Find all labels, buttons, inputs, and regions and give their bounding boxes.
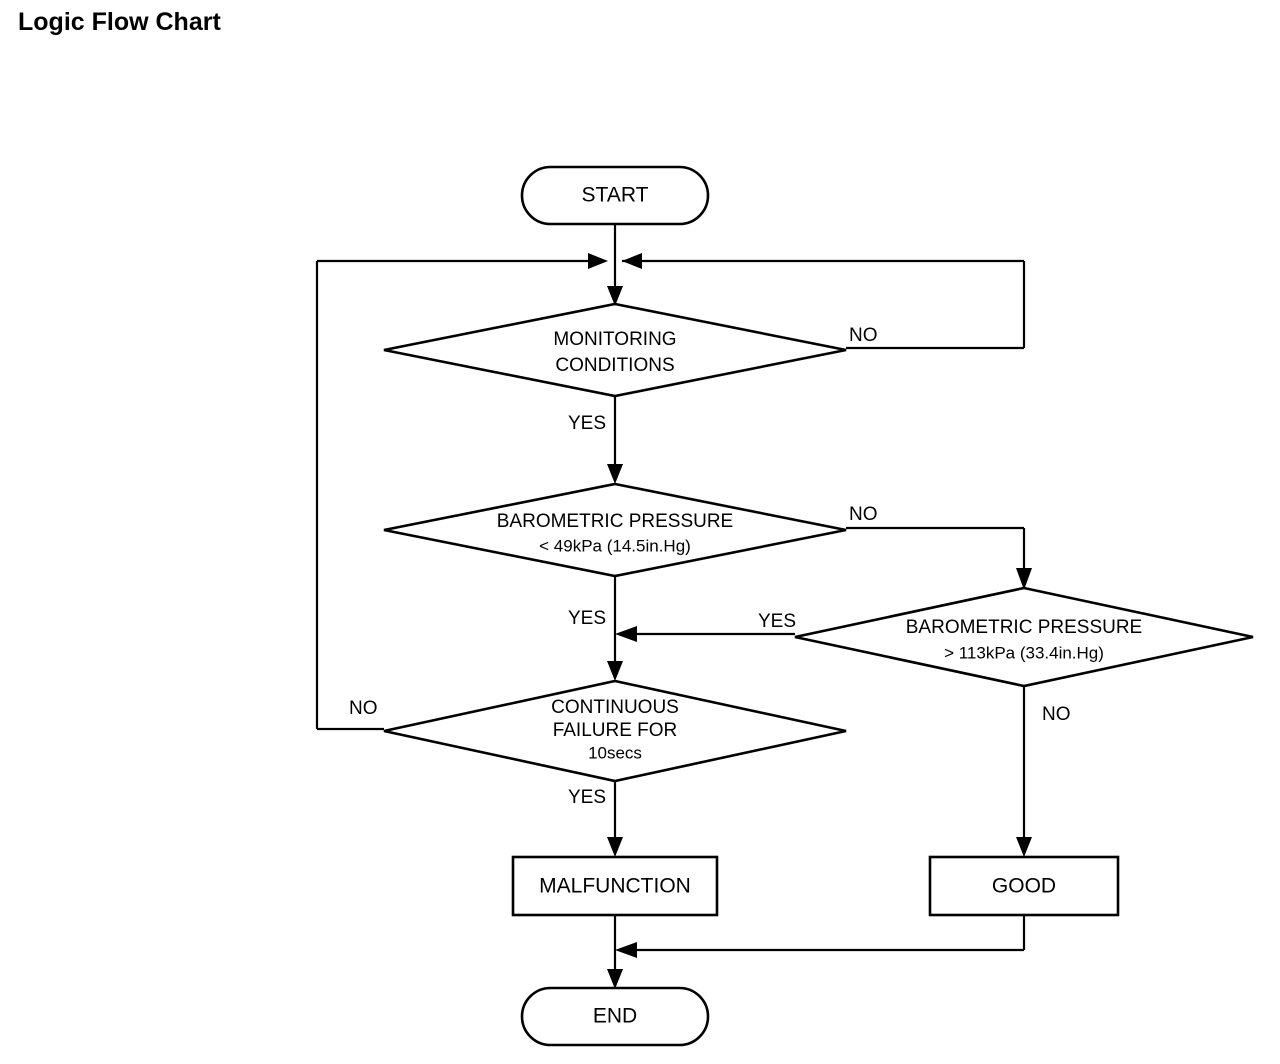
edge-failure-yes: [607, 781, 623, 857]
edge-good-to-end: [615, 914, 1026, 958]
good-box-shape: [928, 855, 1120, 917]
malfunction-box-shape: [511, 855, 719, 917]
arrow-head-down-bp-high: [1016, 568, 1032, 590]
edge-monitoring-no-loopback: [622, 253, 1026, 350]
monitoring-conditions-label-line2: CONDITIONS: [555, 355, 674, 376]
arrow-head-down-monitoring: [607, 286, 623, 306]
node-barometric-pressure-high[interactable]: BAROMETRIC PRESSURE > 113kPa (33.4in.Hg): [794, 586, 1254, 688]
end-label: END: [593, 1005, 637, 1028]
good-label: GOOD: [992, 875, 1056, 898]
edge-malfunction-to-end: [607, 914, 623, 989]
arrow-head-down-good: [1016, 837, 1032, 857]
edge-failure-no-loopback: [315, 253, 608, 731]
monitoring-conditions-label-line1: MONITORING: [553, 329, 676, 350]
barometric-pressure-high-diamond-shape: [794, 586, 1254, 688]
edge-label-bp-high-no: NO: [1042, 704, 1071, 725]
arrow-head-right-junction: [588, 253, 608, 269]
edge-label-failure-no: NO: [349, 698, 378, 719]
continuous-failure-label-line1: CONTINUOUS: [551, 697, 679, 718]
barometric-pressure-high-label-line2: > 113kPa (33.4in.Hg): [944, 643, 1104, 662]
edge-label-bp-high-yes: YES: [758, 611, 796, 632]
malfunction-label: MALFUNCTION: [539, 875, 691, 898]
node-malfunction[interactable]: MALFUNCTION: [511, 855, 719, 917]
barometric-pressure-low-label-line2: < 49kPa (14.5in.Hg): [539, 536, 691, 555]
continuous-failure-label-line2: FAILURE FOR: [553, 720, 678, 741]
barometric-pressure-low-diamond-shape: [383, 482, 847, 578]
edge-monitoring-yes: [607, 396, 623, 484]
page-title: Logic Flow Chart: [18, 8, 221, 36]
edge-bp-low-yes: [607, 576, 623, 681]
node-end[interactable]: END: [520, 986, 710, 1047]
start-label: START: [582, 184, 649, 207]
edge-label-monitoring-no: NO: [849, 325, 878, 346]
continuous-failure-diamond-shape: [383, 679, 847, 783]
node-monitoring-conditions[interactable]: MONITORING CONDITIONS: [383, 302, 847, 398]
arrow-head-left-junction: [622, 253, 642, 269]
edge-bp-high-no: [1016, 686, 1032, 857]
barometric-pressure-high-label-line1: BAROMETRIC PRESSURE: [906, 617, 1142, 638]
edge-label-bp-low-yes: YES: [568, 608, 606, 629]
node-good[interactable]: GOOD: [928, 855, 1120, 917]
edge-start-to-monitoring: [607, 223, 623, 306]
arrow-head-left-end-merge: [615, 942, 637, 958]
edge-label-bp-low-no: NO: [849, 504, 878, 525]
edge-bp-high-yes: [615, 626, 795, 642]
edge-label-monitoring-yes: YES: [568, 413, 606, 434]
continuous-failure-label-line3: 10secs: [588, 743, 642, 762]
node-barometric-pressure-low[interactable]: BAROMETRIC PRESSURE < 49kPa (14.5in.Hg): [383, 482, 847, 578]
arrow-head-down-end: [607, 969, 623, 989]
arrow-head-down-failure: [607, 661, 623, 681]
node-continuous-failure[interactable]: CONTINUOUS FAILURE FOR 10secs: [383, 679, 847, 783]
barometric-pressure-low-label-line1: BAROMETRIC PRESSURE: [497, 511, 733, 532]
arrow-head-left-trunk: [615, 626, 637, 642]
arrow-head-down-bp-low: [607, 464, 623, 484]
start-terminator-shape: [520, 165, 710, 226]
monitoring-conditions-diamond-shape: [383, 302, 847, 398]
edge-bp-low-no: [846, 526, 1032, 590]
arrow-head-down-malfunction: [607, 837, 623, 857]
node-start[interactable]: START: [520, 165, 710, 226]
end-terminator-shape: [520, 986, 710, 1047]
edge-label-failure-yes: YES: [568, 787, 606, 808]
